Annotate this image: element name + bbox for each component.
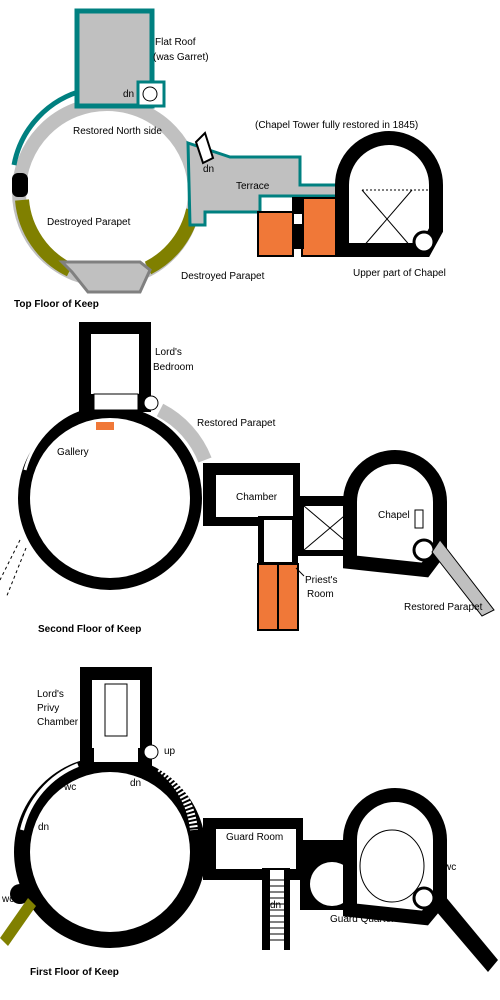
first-dn-label-1: dn	[130, 778, 141, 789]
first-chamber-label: Chamber	[37, 717, 79, 728]
top-stair-box	[136, 80, 166, 108]
second-keep-inner	[30, 418, 190, 578]
first-guard-room-label: Guard Room	[226, 832, 283, 843]
second-floor-plan: Lord's Bedroom Restored Parapet Gallery …	[0, 322, 495, 635]
top-flat-roof-label: Flat Roof	[155, 37, 196, 48]
second-restored-parapet-label-1: Restored Parapet	[197, 418, 276, 429]
first-up-label: up	[164, 746, 176, 757]
top-chapel-note: (Chapel Tower fully restored in 1845)	[255, 120, 418, 131]
first-guard-room	[216, 829, 296, 869]
first-keep-inner	[30, 772, 190, 932]
top-south-bastion	[58, 260, 152, 294]
top-orange-roof-1	[257, 211, 294, 257]
first-privy-label: Privy	[37, 703, 59, 714]
top-terrace-stair	[194, 131, 215, 165]
top-destroyed-parapet-label-2: Destroyed Parapet	[181, 271, 265, 282]
second-priests-room	[264, 520, 292, 562]
top-restored-north-label: Restored North side	[73, 126, 162, 137]
top-was-garret-label: (was Garret)	[153, 52, 209, 63]
top-destroyed-parapet-south	[144, 208, 200, 275]
top-destroyed-parapet-west	[15, 199, 74, 277]
first-olive-passage	[0, 898, 36, 946]
second-bedroom-label: Bedroom	[153, 362, 194, 373]
second-orange-door	[96, 422, 114, 430]
top-floor-title: Top Floor of Keep	[14, 299, 99, 310]
first-lords-label: Lord's	[37, 689, 64, 700]
first-stair	[157, 764, 198, 831]
first-dn-label-2: dn	[38, 822, 49, 833]
top-passage-window	[294, 214, 302, 224]
top-terrace-label: Terrace	[236, 181, 270, 192]
top-floor-plan: Flat Roof (was Garret) dn Restored North…	[11, 8, 446, 310]
first-wc-label-2: wc	[443, 862, 456, 873]
top-west-turret	[12, 173, 28, 197]
top-spiral-stair	[142, 86, 158, 102]
second-restored-parapet-south	[431, 539, 495, 617]
second-lords-label: Lord's	[155, 347, 182, 358]
top-dn-label-2: dn	[203, 164, 214, 175]
top-restored-north-outline	[11, 87, 86, 166]
second-chamber	[216, 475, 293, 517]
first-wc-label-1: wc	[63, 782, 76, 793]
second-floor-title: Second Floor of Keep	[38, 624, 141, 635]
top-terrace	[186, 140, 342, 227]
second-chapel-label: Chapel	[378, 510, 410, 521]
second-room-label: Room	[307, 589, 334, 600]
top-upper-chapel-label: Upper part of Chapel	[353, 268, 446, 279]
top-chapel-stair	[412, 230, 436, 254]
second-chamber-label: Chamber	[236, 492, 278, 503]
first-guard-quarters-label: Guard Quarters	[330, 914, 399, 925]
first-floor-plan: Lord's Privy Chamber up wc dn dn Guard R…	[0, 667, 498, 978]
first-wc-label-3: wc	[1, 894, 14, 905]
first-dn-label-3: dn	[270, 900, 281, 911]
top-destroyed-parapet-label-1: Destroyed Parapet	[47, 217, 131, 228]
second-gallery-label: Gallery	[57, 447, 89, 458]
top-dn-label-1: dn	[123, 89, 134, 100]
top-chapel-tower	[335, 131, 443, 257]
first-floor-title: First Floor of Keep	[30, 967, 119, 978]
second-priests-label: Priest's	[305, 575, 337, 586]
second-restored-parapet-label-2: Restored Parapet	[404, 602, 483, 613]
second-bedroom	[91, 334, 139, 394]
first-guard-quarters-2	[359, 829, 425, 903]
second-restored-parapet	[156, 403, 212, 463]
